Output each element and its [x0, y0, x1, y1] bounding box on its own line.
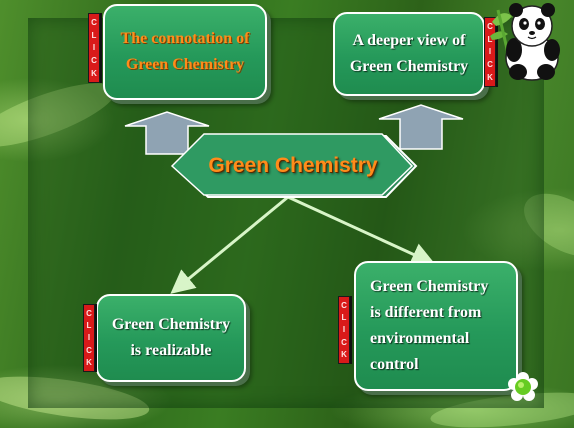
- center-title[interactable]: Green Chemistry: [208, 154, 378, 177]
- realizable-label: Green Chemistry is realizable: [111, 316, 231, 359]
- deeper-view-label: A deeper view of Green Chemistry: [349, 32, 469, 75]
- connotation-label: The connotation of Green Chemistry: [120, 30, 250, 73]
- arrow-up-icon: [124, 111, 210, 155]
- click-tag-icon[interactable]: C L I C K: [88, 13, 100, 83]
- center-hexagon: [170, 133, 418, 198]
- flower-icon[interactable]: [508, 372, 538, 402]
- different-box[interactable]: Green Chemistry is different from enviro…: [354, 261, 518, 391]
- different-label: Green Chemistry is different from enviro…: [370, 278, 489, 373]
- panda-icon: [490, 3, 560, 81]
- arrow-up-icon: [378, 104, 464, 150]
- connotation-box[interactable]: The connotation of Green Chemistry: [103, 4, 267, 100]
- arrow-to-realizable: [170, 195, 289, 294]
- click-tag-icon[interactable]: C L I C K: [83, 304, 95, 372]
- realizable-box[interactable]: Green Chemistry is realizable: [96, 294, 246, 382]
- arrow-to-different: [287, 195, 436, 266]
- deeper-view-box[interactable]: A deeper view of Green Chemistry: [333, 12, 485, 96]
- click-tag-icon[interactable]: C L I C K: [338, 296, 350, 364]
